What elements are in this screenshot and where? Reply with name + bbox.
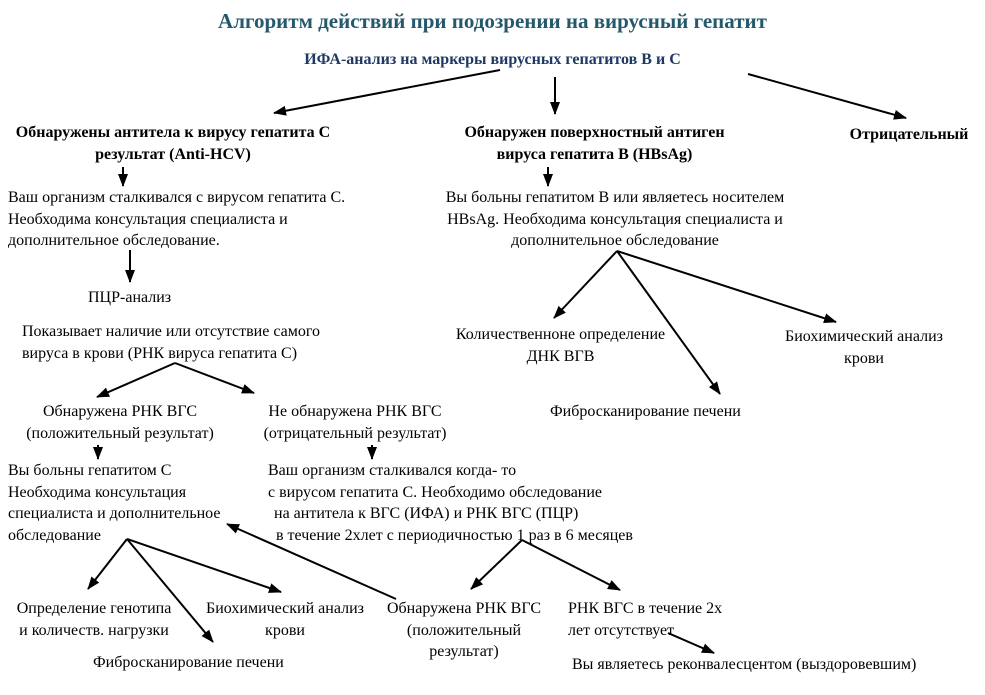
arrow-hbv-to-fibroscan <box>616 250 721 395</box>
node-genotype: Определение генотипа и количеств. нагруз… <box>6 598 182 641</box>
arrow-negative-to-followup-positive <box>470 539 523 590</box>
node-hcv-desc-line3: дополнительное обследование. <box>8 232 220 249</box>
node-rna-positive: Обнаружена РНК ВГС (положительный резуль… <box>2 401 238 444</box>
node-hcv-header-line1: Обнаружены антитела к вирусу гепатита С <box>15 124 331 141</box>
node-rna-positive-line1: Обнаружена РНК ВГС <box>42 403 198 420</box>
arrow-followup-positive-to-positive-desc <box>226 523 397 600</box>
node-hbv-fibroscan: Фибросканирование печени <box>550 403 741 420</box>
node-pcr-desc-line2: вируса в крови (РНК вируса гепатита С) <box>22 344 298 362</box>
node-hbv-dna: Количественноне определение ДНК ВГВ <box>443 324 678 367</box>
node-hcv-biochem-line1: Биохимический анализ <box>206 600 364 617</box>
node-genotype-line2: и количеств. нагрузки <box>19 621 169 639</box>
node-hcv-negative-desc: Ваш организм сталкивался когда- то с вир… <box>268 460 663 546</box>
node-followup-negative: РНК ВГС в течение 2х лет отсутствует <box>568 598 753 641</box>
node-hbv-dna-line2: ДНК ВГВ <box>526 347 595 365</box>
node-hbv-desc-line3: дополнительное обследование <box>511 232 719 249</box>
node-hcv-positive-desc: Вы больны гепатитом С Необходима консуль… <box>8 460 253 546</box>
node-hcv-positive-desc-line3: специалиста и дополнительное <box>8 505 221 522</box>
arrow-followup-negative-to-recovered <box>667 632 715 654</box>
node-recovered: Вы являетесь реконвалесцентом (выздорове… <box>572 656 917 673</box>
node-hbv-header-line2: вируса гепатита В (HBsAg) <box>496 146 693 163</box>
node-hcv-negative-desc-line3: на антитела к ВГС (ИФА) и РНК ВГС (ПЦР) <box>274 505 579 522</box>
node-genotype-line1: Определение генотипа <box>16 600 172 617</box>
node-pcr-desc-line1: Показывает наличие или отсутствие самого <box>22 323 321 340</box>
node-hcv-biochem-line2: крови <box>265 621 305 639</box>
node-pcr-desc: Показывает наличие или отсутствие самого… <box>22 321 352 364</box>
node-followup-positive: Обнаружена РНК ВГС (положительный резуль… <box>372 598 556 663</box>
node-hcv-desc: Ваш организм сталкивался с вирусом гепат… <box>8 187 358 252</box>
node-followup-positive-line1: Обнаружена РНК ВГС <box>386 600 542 617</box>
node-hbv-desc-line1: Вы больны гепатитом В или являетесь носи… <box>445 189 785 206</box>
node-rna-negative-line1: Не обнаружена РНК ВГС <box>268 403 442 420</box>
node-hcv-negative-desc-line2: с вирусом гепатита С. Необходимо обследо… <box>268 483 603 501</box>
arrow-positive-to-genotype <box>87 538 128 590</box>
node-followup-positive-line2: (положительный результат) <box>406 621 522 661</box>
node-hcv-negative-desc-line4: в течение 2хлет с периодичностью 1 раз в… <box>276 526 633 544</box>
node-hbv-desc: Вы больны гепатитом В или являетесь носи… <box>430 187 800 252</box>
node-root-ifa: ИФА-анализ на маркеры вирусных гепатитов… <box>304 51 681 68</box>
node-negative-header: Отрицательный <box>849 126 969 143</box>
node-hbv-dna-line1: Количественноне определение <box>455 326 666 343</box>
arrow-root-to-negative <box>747 73 907 120</box>
node-hcv-desc-line2: Необходима консультация специалиста и <box>8 210 288 228</box>
arrow-hbv-to-biochem <box>616 250 837 324</box>
node-followup-negative-line2: лет отсутствует <box>568 621 675 639</box>
node-rna-positive-line2: (положительный результат) <box>26 424 214 442</box>
arrow-negative-to-followup-negative <box>521 539 621 591</box>
arrow-positive-to-fibroscan <box>126 538 214 643</box>
node-hbv-header: Обнаружен поверхностный антиген вируса г… <box>452 122 737 166</box>
node-hbv-biochem: Биохимический анализ крови <box>775 326 953 369</box>
arrow-root-to-hcv <box>273 69 501 116</box>
arrow-pcr-to-rna-negative <box>174 362 255 394</box>
node-hcv-header-line2: результат (Anti-HCV) <box>95 146 251 163</box>
node-hbv-header-line1: Обнаружен поверхностный антиген <box>464 124 725 141</box>
node-hcv-header: Обнаружены антитела к вирусу гепатита С … <box>6 122 340 166</box>
node-hcv-negative-desc-line1: Ваш организм сталкивался когда- то <box>268 462 517 479</box>
arrow-hbv-to-dna <box>553 250 618 319</box>
node-hbv-desc-line2: HBsAg. Необходима консультация специалис… <box>447 210 783 228</box>
node-hcv-positive-desc-line1: Вы больны гепатитом С <box>8 462 172 479</box>
node-hbv-biochem-line1: Биохимический анализ <box>785 328 943 345</box>
arrow-pcr-to-rna-positive <box>96 362 176 398</box>
node-pcr: ПЦР-анализ <box>88 289 172 306</box>
node-rna-negative: Не обнаружена РНК ВГС (отрицательный рез… <box>250 401 460 444</box>
node-hcv-fibroscan: Фибросканирование печени <box>93 654 284 671</box>
node-rna-negative-line2: (отрицательный результат) <box>263 424 447 442</box>
page-title: Алгоритм действий при подозрении на виру… <box>218 9 767 33</box>
node-followup-negative-line1: РНК ВГС в течение 2х <box>568 600 723 617</box>
node-hcv-desc-line1: Ваш организм сталкивался с вирусом гепат… <box>8 189 346 206</box>
node-hcv-positive-desc-line4: обследование <box>8 526 101 544</box>
arrow-positive-to-biochem <box>126 538 282 593</box>
node-hbv-biochem-line2: крови <box>844 349 884 367</box>
node-hcv-positive-desc-line2: Необходима консультация <box>8 483 187 501</box>
node-hcv-biochem: Биохимический анализ крови <box>196 598 374 641</box>
